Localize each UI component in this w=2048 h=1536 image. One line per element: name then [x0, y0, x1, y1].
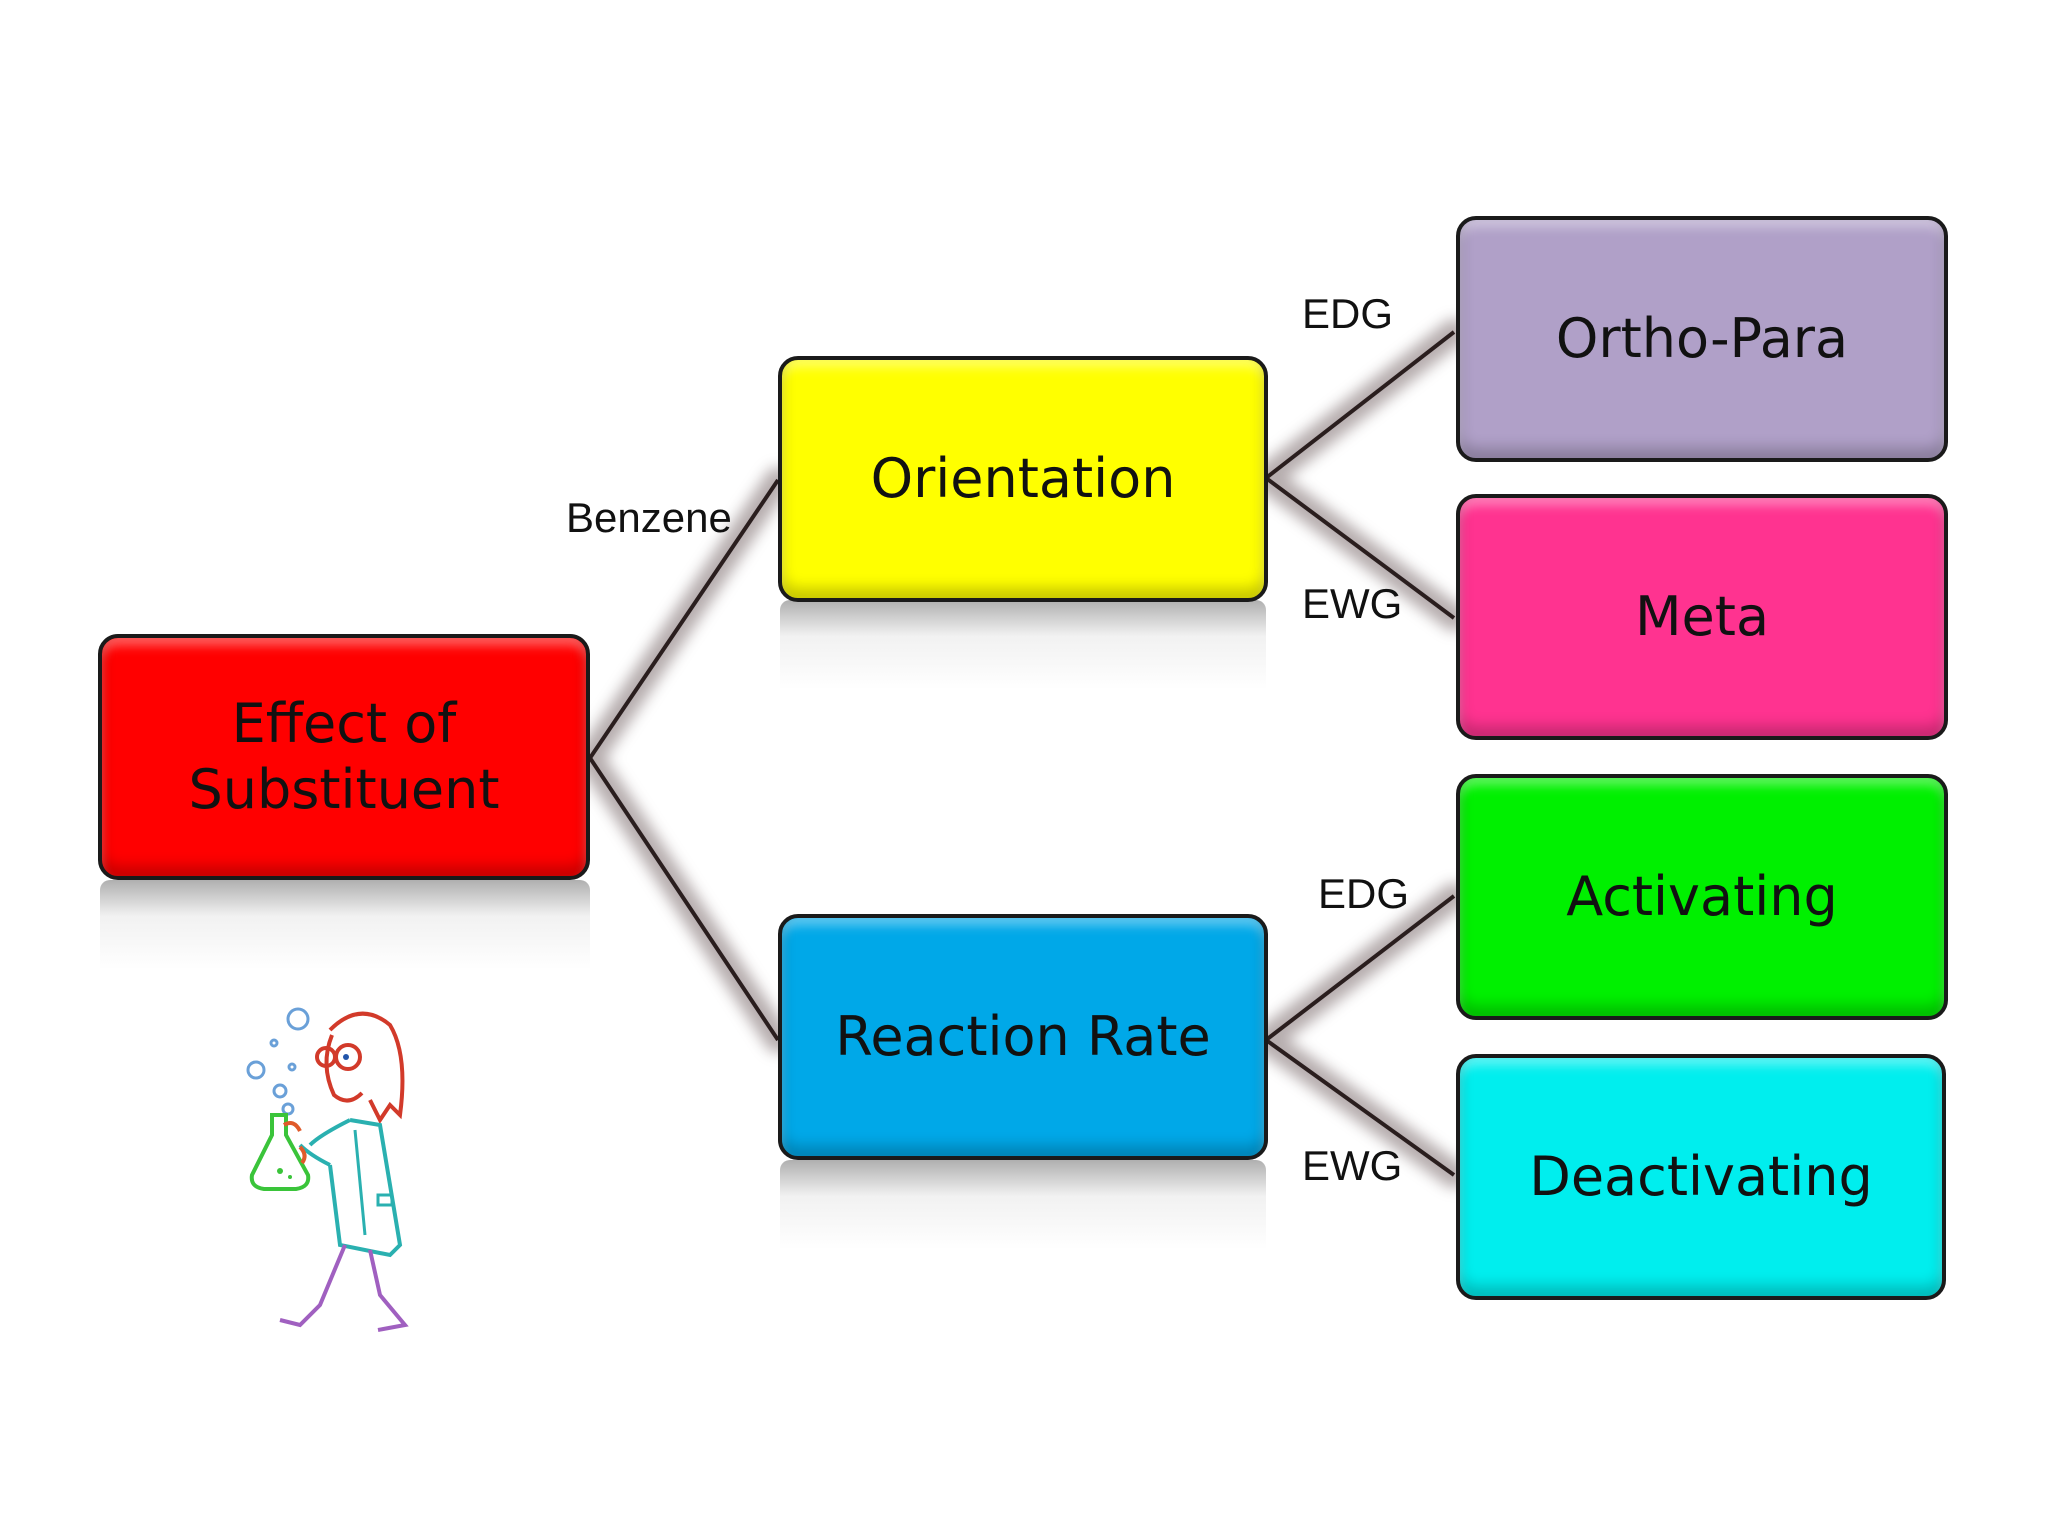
node-label: Deactivating: [1529, 1145, 1873, 1209]
node-deactivating: Deactivating: [1456, 1054, 1946, 1300]
edge-label-ewg-rate: EWG: [1302, 1142, 1403, 1189]
edge-label-edg-orientation: EDG: [1302, 290, 1394, 337]
rate-reflection: [780, 1160, 1266, 1250]
node-label: Reaction Rate: [835, 1005, 1211, 1069]
node-effect-of-substituent: Effect of Substituent: [98, 634, 590, 880]
node-reaction-rate: Reaction Rate: [778, 914, 1268, 1160]
node-label: Ortho-Para: [1555, 307, 1849, 371]
edge-label-edg-rate: EDG: [1318, 870, 1410, 917]
node-label: Effect of Substituent: [188, 692, 500, 821]
edge-orientation-ortho-para: [1264, 330, 1456, 480]
scientist-with-flask-icon: [246, 1007, 409, 1332]
edge-label-ewg-orientation: EWG: [1302, 580, 1403, 627]
node-meta: Meta: [1456, 494, 1948, 740]
orientation-reflection: [780, 600, 1266, 690]
node-ortho-para: Ortho-Para: [1456, 216, 1948, 462]
root-reflection: [100, 880, 590, 970]
node-activating: Activating: [1456, 774, 1948, 1020]
node-orientation: Orientation: [778, 356, 1268, 602]
edge-label-benzene: Benzene: [566, 494, 732, 541]
edge-root-rate: [588, 756, 780, 1042]
node-label: Activating: [1566, 865, 1838, 929]
node-label: Meta: [1634, 585, 1770, 649]
edge-orientation-meta: [1264, 476, 1456, 620]
edge-rate-deactivating: [1264, 1038, 1456, 1177]
edge-root-orientation: [588, 478, 780, 760]
node-label: Orientation: [870, 447, 1176, 511]
edge-rate-activating: [1264, 894, 1456, 1042]
